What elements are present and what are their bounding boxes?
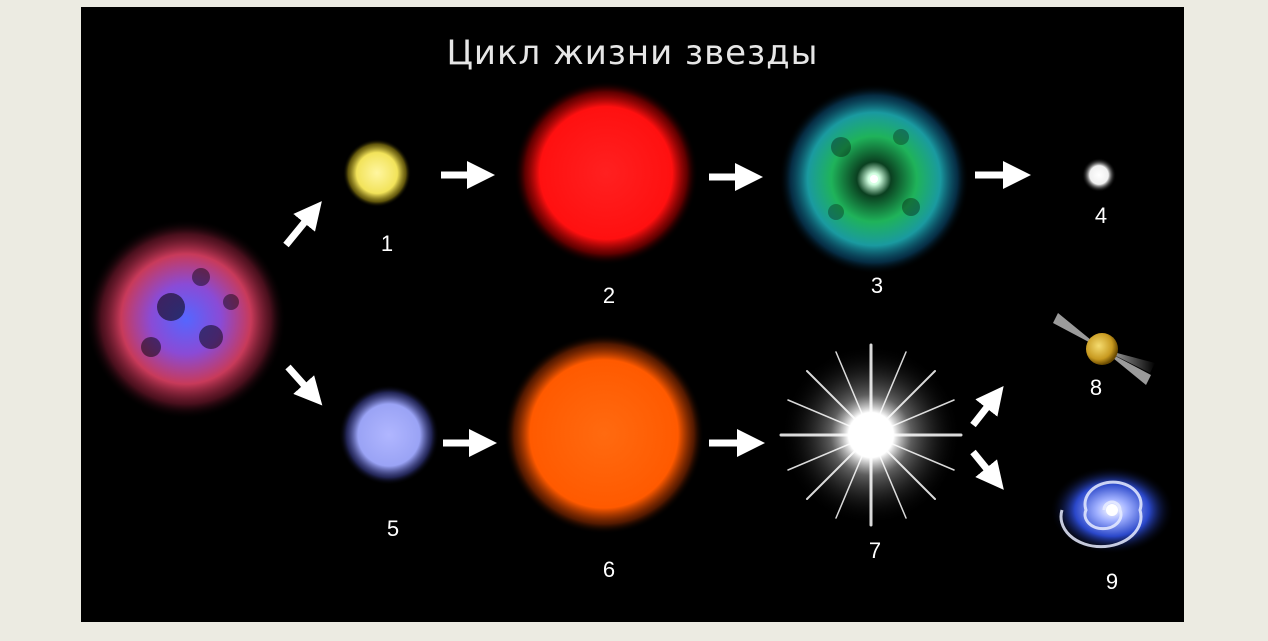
arrow-nebula-to-1 — [286, 212, 313, 245]
stage-label-3: 3 — [857, 273, 897, 299]
stage-3-planetary-nebula — [779, 84, 969, 274]
stage-5-blue-star — [339, 385, 439, 485]
diagram-title: Цикл жизни звезды — [81, 33, 1184, 73]
stage-label-9: 9 — [1092, 569, 1132, 595]
stage-1-star — [343, 139, 411, 207]
arrow-7-to-9 — [973, 452, 995, 479]
stage-2-red-giant — [514, 81, 698, 265]
stage-label-7: 7 — [855, 538, 895, 564]
stage-6-supergiant — [504, 334, 704, 534]
nebula — [86, 219, 286, 419]
arrow-nebula-to-5 — [288, 367, 313, 395]
diagram-canvas — [81, 7, 1184, 622]
stage-label-2: 2 — [589, 283, 629, 309]
stage-label-5: 5 — [373, 516, 413, 542]
arrow-7-to-8 — [973, 397, 995, 425]
stage-4-white-dwarf — [1082, 158, 1116, 192]
stage-label-4: 4 — [1081, 203, 1121, 229]
stage-label-8: 8 — [1076, 375, 1116, 401]
stage-label-1: 1 — [367, 231, 407, 257]
diagram-panel: Цикл жизни звезды 1 2 3 4 5 6 7 8 9 — [81, 7, 1184, 622]
stage-7-supernova — [781, 345, 961, 525]
stage-9-black-hole — [1050, 466, 1174, 554]
stage-label-6: 6 — [589, 557, 629, 583]
